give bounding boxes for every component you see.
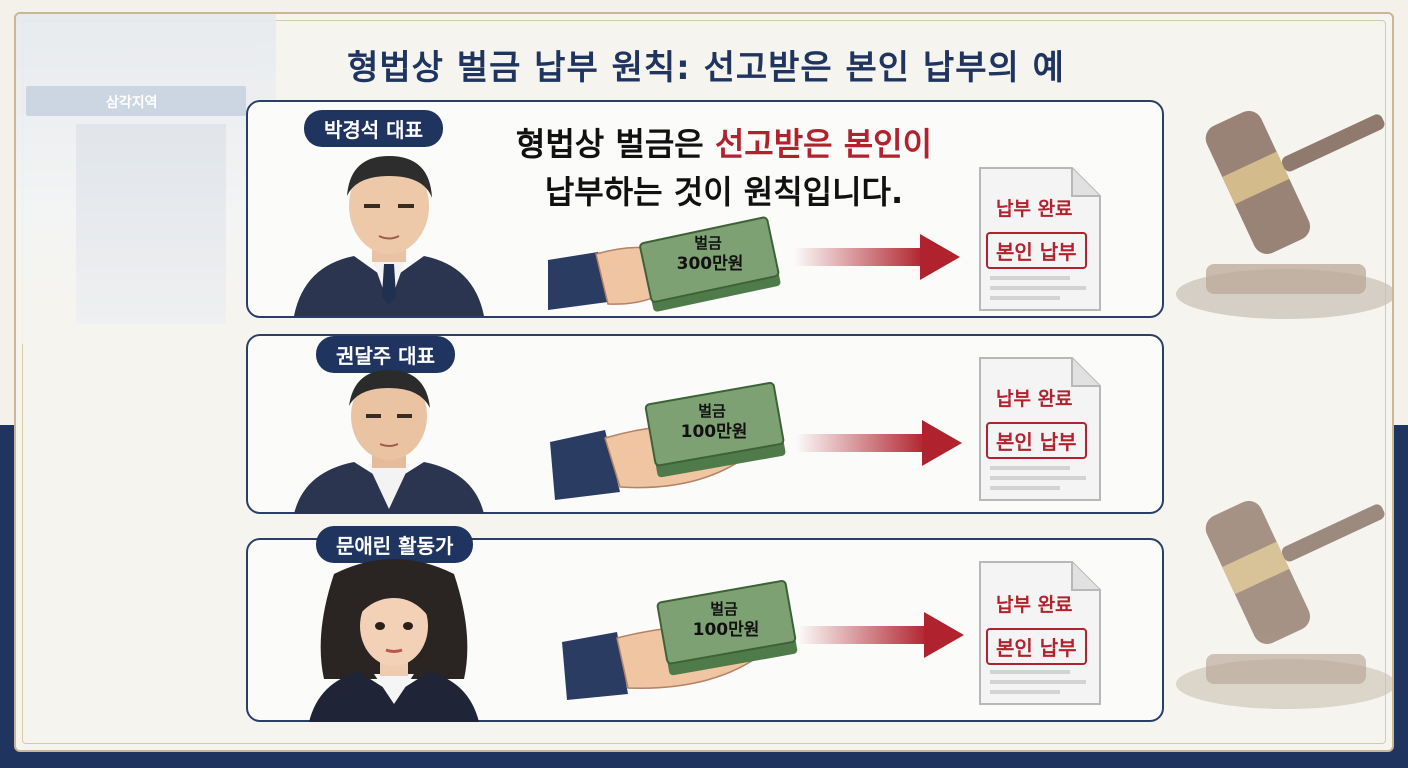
document-icon [979, 357, 1101, 501]
arrow-right-icon [794, 234, 960, 280]
gavel-icon [1176, 110, 1392, 319]
portrait-woman [309, 559, 479, 722]
principle-line-1: 형법상 벌금은 선고받은 본인이 [464, 120, 984, 168]
name-tag-1: 박경석 대표 [304, 110, 443, 147]
frame-border [22, 20, 1386, 744]
document-icon [979, 561, 1101, 705]
portrait-man-2 [294, 370, 484, 514]
arrow-right-icon [796, 420, 962, 466]
doc-title-1: 납부 완료 [996, 198, 1073, 220]
portrait-man-1 [294, 156, 484, 316]
station-background: 삼각지역 [16, 14, 276, 344]
money-label-1: 벌금 [694, 234, 722, 252]
principle-prefix: 형법상 벌금은 [515, 125, 715, 163]
money-label-3: 벌금 [710, 600, 738, 618]
station-sign-label: 삼각지역 [106, 95, 158, 111]
money-amount-2: 100만원 [681, 422, 748, 442]
money-label-2: 벌금 [698, 402, 726, 420]
principle-line-2: 납부하는 것이 원칙입니다. [544, 173, 904, 211]
principle-highlight: 선고받은 본인이 [714, 125, 933, 163]
stamp-3: 본인 납부 [986, 628, 1087, 665]
money-amount-3: 100만원 [693, 620, 760, 640]
name-tag-3: 문애린 활동가 [316, 526, 474, 563]
doc-title-3: 납부 완료 [996, 594, 1073, 616]
stamp-2: 본인 납부 [986, 422, 1087, 459]
document-icon [979, 167, 1101, 311]
money-hand-icon-1: 벌금 300만원 [548, 216, 781, 312]
gavel-icon [1176, 500, 1392, 709]
money-amount-1: 300만원 [677, 254, 744, 274]
stamp-1: 본인 납부 [986, 232, 1087, 269]
doc-title-2: 납부 완료 [996, 388, 1073, 410]
money-hand-icon-3: 벌금 100만원 [562, 579, 798, 700]
station-hall [76, 124, 226, 324]
slide-frame: 삼각지역 형법상 벌금 납부 원칙: 선고받은 본인 납부의 예 박경석 대표 … [14, 12, 1394, 752]
money-hand-icon-2: 벌금 100만원 [550, 382, 786, 500]
name-tag-2: 권달주 대표 [316, 336, 455, 373]
arrow-right-icon [798, 612, 964, 658]
page-title: 형법상 벌금 납부 원칙: 선고받은 본인 납부의 예 [347, 48, 1065, 88]
station-sign: 삼각지역 [26, 86, 246, 116]
principle-text: 형법상 벌금은 선고받은 본인이 납부하는 것이 원칙입니다. [464, 120, 984, 216]
